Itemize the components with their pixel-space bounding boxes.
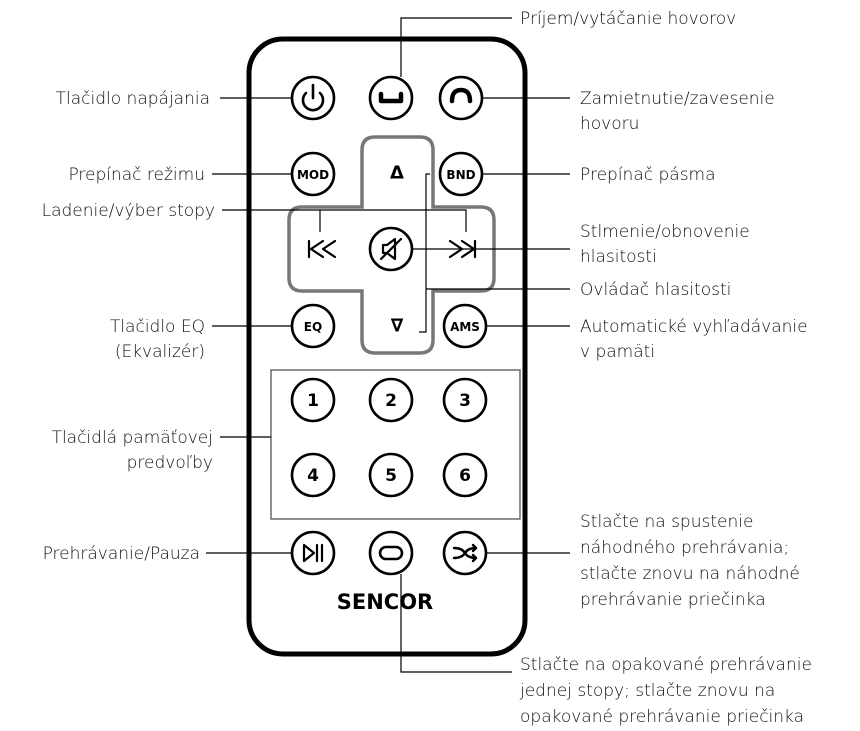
play-pause-icon	[302, 543, 324, 563]
label-presets-line1: Tlačidlá pamäťovej	[52, 428, 213, 448]
label-repeat-line1: Stlačte na opakované prehrávanie	[520, 655, 812, 675]
svg-text:3: 3	[459, 391, 471, 411]
ams-button[interactable]: AMS	[442, 303, 488, 349]
call-accept-button[interactable]	[368, 75, 414, 121]
volume-up-button[interactable]: Δ	[390, 163, 404, 184]
call-reject-button[interactable]	[438, 75, 484, 121]
ams-label: AMS	[450, 320, 480, 334]
volume-up-icon: Δ	[390, 163, 404, 184]
preset-4-button[interactable]: 4	[290, 452, 336, 498]
label-volume: Ovládač hlasitosti	[580, 280, 731, 300]
label-play-pause: Prehrávanie/Pauza	[43, 544, 200, 564]
preset-5-button[interactable]: 5	[368, 452, 414, 498]
svg-text:1: 1	[307, 391, 319, 411]
prev-track-button[interactable]	[307, 239, 337, 259]
leader-lines	[206, 17, 570, 673]
phone-hangup-icon	[449, 87, 473, 104]
mute-icon	[379, 237, 403, 261]
label-ams-line1: Automatické vyhľadávanie	[580, 317, 808, 337]
label-shuffle-line1: Stlačte na spustenie	[580, 512, 753, 532]
mod-button[interactable]: MOD	[290, 151, 336, 197]
label-band: Prepínač pásma	[580, 165, 716, 185]
label-accept-call: Príjem/vytáčanie hovorov	[520, 9, 736, 29]
label-eq-line2: (Ekvalizér)	[115, 342, 205, 362]
power-button[interactable]	[290, 75, 336, 121]
bnd-label: BND	[446, 168, 475, 182]
preset-box	[270, 369, 521, 520]
preset-6-button[interactable]: 6	[442, 452, 488, 498]
label-shuffle-line4: prehrávanie priečinka	[580, 590, 766, 610]
label-mute-line2: hlasitosti	[580, 247, 657, 267]
play-pause-button[interactable]	[290, 530, 336, 576]
shuffle-icon	[452, 543, 478, 563]
mute-button[interactable]	[368, 226, 414, 272]
label-repeat-line2: jednej stopy; stlačte znovu na	[519, 681, 775, 701]
power-icon	[301, 91, 325, 112]
label-eq-line1: Tlačidlo EQ	[110, 317, 205, 337]
label-tuning: Ladenie/výber stopy	[42, 201, 215, 221]
volume-down-button[interactable]: ∇	[391, 316, 404, 337]
skip-back-icon	[307, 239, 337, 259]
repeat-icon	[378, 545, 404, 561]
shuffle-button[interactable]	[442, 530, 488, 576]
label-power: Tlačidlo napájania	[56, 89, 210, 109]
brand-logo: SENCOR	[337, 590, 433, 614]
label-shuffle-line2: náhodného prehrávania;	[580, 538, 789, 558]
phone-accept-icon	[378, 91, 404, 104]
svg-text:2: 2	[385, 391, 397, 411]
label-reject-line1: Zamietnutie/zavesenie	[580, 89, 775, 109]
svg-text:6: 6	[459, 466, 471, 486]
preset-1-button[interactable]: 1	[290, 377, 336, 423]
svg-text:5: 5	[385, 466, 397, 486]
label-shuffle-line3: stlačte znovu na náhodné	[580, 564, 800, 584]
bnd-button[interactable]: BND	[438, 151, 484, 197]
label-presets-line2: predvoľby	[127, 453, 213, 473]
label-ams-line2: v pamäti	[580, 342, 655, 362]
label-mute-line1: Stlmenie/obnovenie	[580, 222, 750, 242]
preset-2-button[interactable]: 2	[368, 377, 414, 423]
volume-down-icon: ∇	[391, 316, 404, 337]
eq-button[interactable]: EQ	[290, 303, 336, 349]
dpad-outline	[287, 135, 496, 355]
svg-text:4: 4	[307, 466, 319, 486]
label-repeat-line3: opakované prehrávanie priečinka	[520, 707, 804, 727]
preset-3-button[interactable]: 3	[442, 377, 488, 423]
repeat-button[interactable]	[368, 530, 414, 576]
eq-label: EQ	[304, 320, 322, 334]
label-reject-line2: hovoru	[580, 114, 639, 134]
label-mode: Prepínač režimu	[68, 165, 205, 185]
mod-label: MOD	[297, 168, 329, 182]
